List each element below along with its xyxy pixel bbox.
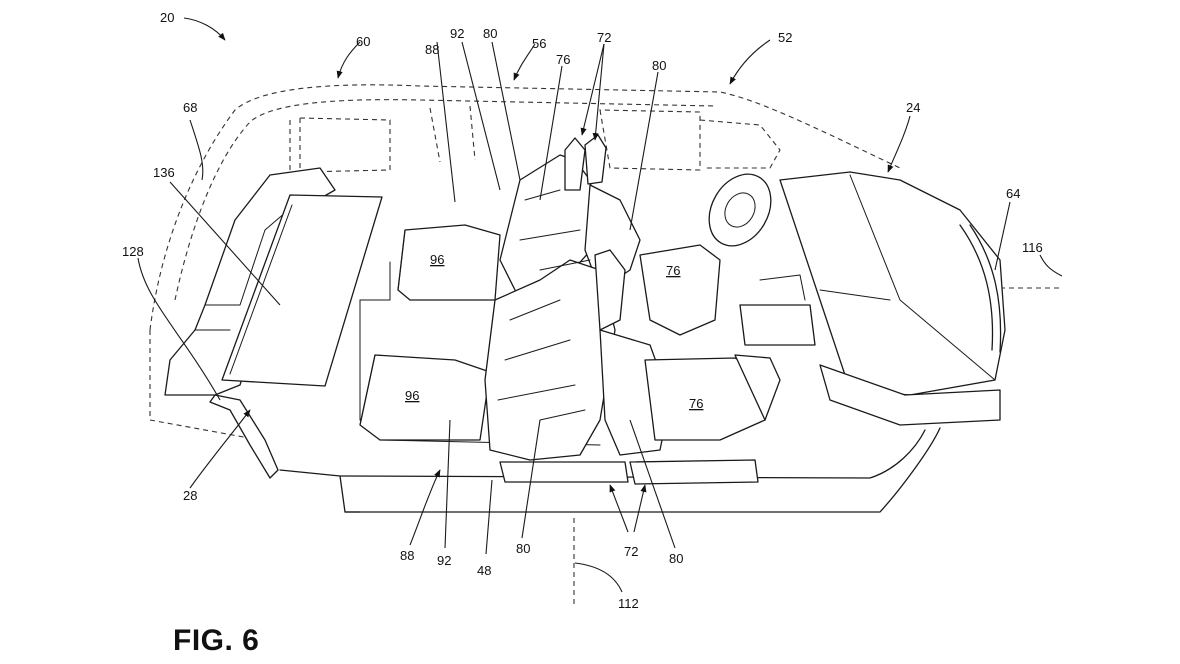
ref-136: 136	[153, 165, 175, 180]
ref-116: 116	[1022, 240, 1043, 255]
ref-96-rear-upper: 96	[430, 252, 444, 267]
ref-92-top: 92	[450, 26, 464, 41]
ref-92-bottom: 92	[437, 553, 451, 568]
rear-seats	[359, 224, 501, 441]
reference-numerals: 20 60 88 92 80 56 72 76 80 52 24 68 136 …	[122, 10, 1043, 611]
ref-80-top: 80	[483, 26, 497, 41]
rear-wall-assembly	[164, 167, 383, 479]
dashboard-unit	[779, 171, 1006, 426]
ref-72-top: 72	[597, 30, 611, 45]
ref-76-front-lower: 76	[689, 396, 703, 411]
figure-label: FIG. 6	[173, 624, 260, 657]
ref-68: 68	[183, 100, 197, 115]
ref-80-bottom-left: 80	[516, 541, 530, 556]
ref-76-front-upper: 76	[666, 263, 680, 278]
ref-128: 128	[122, 244, 144, 259]
leader-lines	[137, 17, 1063, 593]
ref-56: 56	[532, 36, 546, 51]
vehicle-floor	[279, 261, 941, 513]
front-seats	[639, 244, 781, 441]
ref-52: 52	[778, 30, 792, 45]
ref-48: 48	[477, 563, 491, 578]
ref-76-top: 76	[556, 52, 570, 67]
ref-72-bottom: 72	[624, 544, 638, 559]
ref-80-top-right: 80	[652, 58, 666, 73]
ref-20: 20	[160, 10, 174, 25]
ref-88-bottom: 88	[400, 548, 414, 563]
ref-112: 112	[618, 596, 639, 611]
ref-88-top: 88	[425, 42, 439, 57]
ref-64: 64	[1006, 186, 1020, 201]
ref-80-bottom-right: 80	[669, 551, 683, 566]
ref-24: 24	[906, 100, 920, 115]
steering-wheel-and-console	[708, 173, 816, 346]
ref-60: 60	[356, 34, 370, 49]
ref-96-rear-lower: 96	[405, 388, 419, 403]
ref-28: 28	[183, 488, 197, 503]
